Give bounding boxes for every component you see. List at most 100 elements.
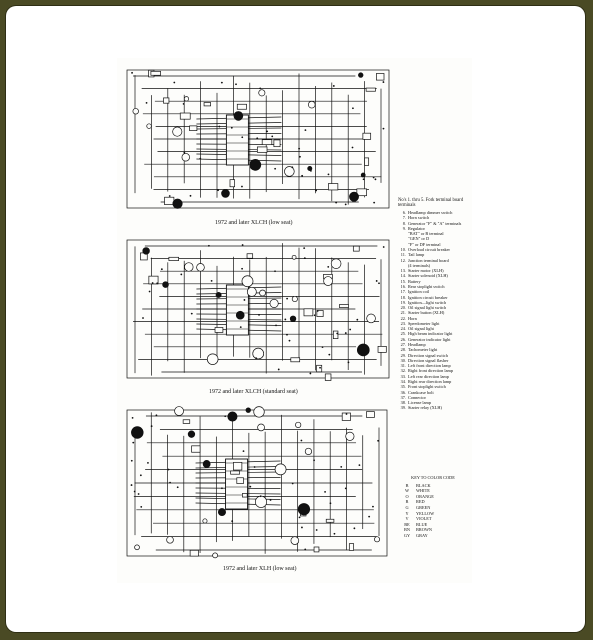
connection-dot xyxy=(382,81,385,83)
lamp-component xyxy=(187,430,196,438)
lamp-component xyxy=(274,463,287,476)
connection-dot xyxy=(340,465,343,468)
legend-item-label: Right front direction lamp xyxy=(408,368,453,374)
connection-dot xyxy=(378,282,380,285)
lamp-component xyxy=(295,421,302,428)
legend-item-number: 26. xyxy=(400,336,406,342)
legend-item-number: 39. xyxy=(400,405,406,411)
connection-dot xyxy=(298,516,301,519)
legend-item-number: 13. xyxy=(400,268,406,274)
legend-item-label: Left rear direction lamp xyxy=(408,373,449,379)
switch-component xyxy=(246,253,254,259)
lamp-component xyxy=(330,258,342,269)
lamp-component xyxy=(233,111,244,121)
legend-item: 24.Oil signal light xyxy=(394,326,468,331)
connection-dot xyxy=(231,520,234,523)
legend-item-label: Tachometer light xyxy=(408,347,438,353)
color-code: O xyxy=(405,493,409,499)
legend-item-label: Ignition coil xyxy=(408,289,430,295)
legend-item-number: 19. xyxy=(400,299,406,305)
connection-dot xyxy=(145,101,148,104)
connection-dot xyxy=(316,310,319,312)
lamp-component xyxy=(221,189,230,198)
legend-item-number: 15. xyxy=(400,278,406,284)
legend-item-label: Ignition—light switch xyxy=(408,299,447,305)
switch-component xyxy=(332,330,339,339)
legend-item-label: Right rear direction lamp xyxy=(408,379,452,384)
connection-dot xyxy=(150,425,153,428)
lamp-component xyxy=(132,108,139,115)
color-name: GRAY xyxy=(416,532,428,538)
connection-dot xyxy=(242,450,245,453)
connection-dot xyxy=(301,174,304,177)
legend-item: 11.Tail lamp xyxy=(394,252,468,257)
connection-dot xyxy=(372,176,375,179)
lamp-component xyxy=(131,426,144,439)
legend-item-number: 32. xyxy=(400,368,406,374)
legend-item: 22.Horn xyxy=(394,316,468,321)
color-name: BLACK xyxy=(416,482,431,488)
legend-item-label: Starter button (XLH) xyxy=(408,310,445,316)
wire-loop xyxy=(126,239,390,379)
lamp-component xyxy=(253,406,265,418)
connection-dot xyxy=(258,313,260,316)
legend-item-label: Horn xyxy=(408,315,417,321)
legend-item: 7.Horn switch xyxy=(394,215,468,220)
connection-dot xyxy=(300,439,303,442)
connection-dot xyxy=(235,83,237,86)
switch-component xyxy=(236,477,244,484)
connection-dot xyxy=(344,332,347,334)
legend-item-label: Generator indicator light xyxy=(408,336,451,342)
connection-dot xyxy=(291,166,294,169)
legend-item: 9.Regulator xyxy=(394,226,468,231)
lamp-component xyxy=(366,313,376,324)
lamp-component xyxy=(181,153,190,162)
wiring-diagram-page: 1972 and later XLCH (low seat) 1972 and … xyxy=(117,58,472,583)
connection-dot xyxy=(180,273,183,276)
connection-dot xyxy=(345,413,348,415)
connection-dot xyxy=(373,201,376,204)
connection-dot xyxy=(271,135,274,138)
connection-dot xyxy=(291,482,294,485)
color-key-title: KEY TO COLOR CODE xyxy=(411,475,455,480)
connection-dot xyxy=(332,85,335,87)
legend-item: 38.License lamp xyxy=(394,400,468,405)
connection-dot xyxy=(243,299,246,301)
legend-item-label: Headlamp dimmer switch xyxy=(408,210,453,215)
lamp-component xyxy=(162,281,169,288)
connection-dot xyxy=(299,155,301,158)
connection-dot xyxy=(274,270,276,273)
connection-dot xyxy=(169,481,171,484)
connection-dot xyxy=(199,157,202,160)
legend-item-label: Front stoplight switch xyxy=(408,384,446,390)
switch-component xyxy=(168,256,179,261)
legend-item-label: Junction terminal board xyxy=(408,257,449,263)
switch-component xyxy=(356,188,367,197)
wire-loop xyxy=(126,69,390,209)
lamp-component xyxy=(184,262,194,272)
connection-dot xyxy=(133,490,136,493)
legend-item: 12.Junction terminal board xyxy=(394,258,468,263)
legend-item-label: Oil signal light switch xyxy=(408,305,447,311)
lamp-component xyxy=(356,343,370,357)
lamp-component xyxy=(172,126,183,137)
color-code: BE xyxy=(404,521,410,527)
legend-item: 31.Left front direction lamp xyxy=(394,363,468,368)
connection-dot xyxy=(131,71,133,74)
lamp-component xyxy=(259,289,266,297)
connection-dot xyxy=(131,416,134,419)
connection-dot xyxy=(241,267,243,270)
connection-dot xyxy=(176,486,179,489)
switch-component xyxy=(261,139,273,146)
lamp-component xyxy=(134,544,140,551)
legend-item-label: Headlamp xyxy=(408,342,426,348)
connection-dot xyxy=(368,515,371,518)
connection-dot xyxy=(301,526,303,529)
lamp-component xyxy=(142,247,150,255)
switch-component xyxy=(229,179,236,188)
switch-component xyxy=(189,125,198,131)
legend-item: 23.Speedometer light xyxy=(394,321,468,326)
connection-dot xyxy=(310,170,312,172)
switch-component xyxy=(256,146,268,153)
